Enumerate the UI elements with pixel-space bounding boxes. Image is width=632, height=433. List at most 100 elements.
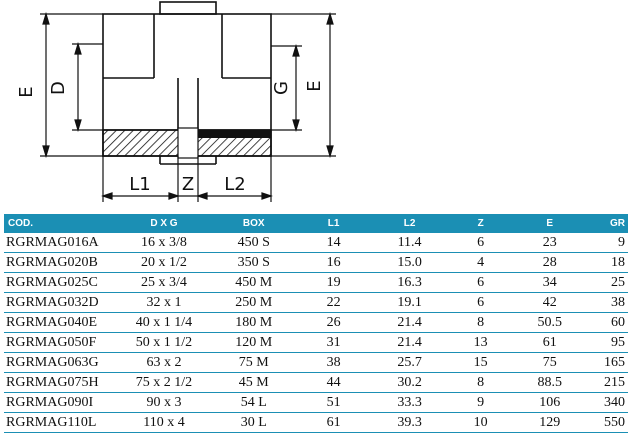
cell-cod: RGRMAG020B: [6, 255, 98, 270]
cell-box: 30 L: [240, 415, 267, 430]
cell-gr: 95: [611, 335, 625, 350]
cell-gr: 60: [611, 315, 625, 330]
label-e-left: E: [16, 86, 37, 97]
cell-l1: 31: [326, 335, 341, 350]
cell-cod: RGRMAG075H: [6, 375, 99, 390]
cell-e: 34: [542, 275, 557, 290]
cell-l2: 33.3: [397, 395, 422, 410]
label-l2: L2: [224, 174, 245, 195]
cell-l1: 26: [326, 315, 341, 330]
cell-e: 61: [542, 335, 557, 350]
cell-box: 75 M: [238, 355, 269, 370]
fitting-technical-drawing: E D G E L1 Z L2: [16, 1, 336, 202]
cell-cod: RGRMAG063G: [6, 355, 99, 370]
cell-gr: 550: [604, 415, 625, 430]
cell-cod: RGRMAG016A: [6, 235, 99, 250]
table-body: RGRMAG016A 16 x 3/8 450 S 14 11.4 6 23 9 RGRMAG…: [4, 233, 628, 433]
cell-cod: RGRMAG025C: [6, 275, 98, 290]
cell-z: 9: [477, 395, 485, 410]
cell-gr: 18: [611, 255, 625, 270]
header-l1: L1: [299, 214, 369, 233]
table-row: RGRMAG025C 25 x 3/4 450 M 19 16.3 6 34 25: [4, 273, 628, 293]
cell-z: 6: [477, 295, 485, 310]
cell-l1: 61: [326, 415, 341, 430]
cell-l1: 19: [326, 275, 341, 290]
cell-dxg: 20 x 1/2: [141, 255, 187, 270]
cell-gr: 9: [618, 235, 625, 250]
cell-cod: RGRMAG110L: [6, 415, 97, 430]
cell-l2: 16.3: [397, 275, 422, 290]
cell-l2: 39.3: [397, 415, 422, 430]
cell-e: 23: [542, 235, 557, 250]
hatched-section: [102, 127, 272, 159]
cell-dxg: 25 x 3/4: [141, 275, 187, 290]
cell-e: 88.5: [537, 375, 562, 390]
cell-box: 450 M: [235, 275, 273, 290]
cell-l1: 44: [326, 375, 341, 390]
cell-e: 50.5: [537, 315, 562, 330]
cell-box: 45 M: [238, 375, 269, 390]
cell-dxg: 32 x 1: [146, 295, 182, 310]
cell-l2: 11.4: [397, 235, 422, 250]
header-box: BOX: [208, 214, 300, 233]
label-l1: L1: [129, 174, 150, 195]
header-e: E: [510, 214, 590, 233]
cell-cod: RGRMAG032D: [6, 295, 99, 310]
cell-box: 180 M: [235, 315, 273, 330]
label-z: Z: [182, 174, 194, 195]
table-header-row: COD. D X G BOX L1 L2 Z E GR: [4, 214, 628, 233]
cell-e: 75: [542, 355, 557, 370]
cell-l2: 21.4: [397, 315, 422, 330]
cell-gr: 340: [604, 395, 625, 410]
cell-e: 129: [539, 415, 561, 430]
cell-dxg: 16 x 3/8: [141, 235, 187, 250]
cell-l2: 19.1: [397, 295, 422, 310]
left-dimensions: [40, 11, 103, 159]
cell-l2: 15.0: [397, 255, 422, 270]
cell-gr: 215: [604, 375, 625, 390]
header-l2: L2: [368, 214, 452, 233]
label-e-right: E: [304, 80, 325, 91]
cell-z: 13: [473, 335, 488, 350]
cell-l1: 14: [326, 235, 341, 250]
table-row: RGRMAG016A 16 x 3/8 450 S 14 11.4 6 23 9: [4, 233, 628, 253]
cell-e: 106: [539, 395, 561, 410]
cell-cod: RGRMAG050F: [6, 335, 97, 350]
cell-cod: RGRMAG040E: [6, 315, 98, 330]
cell-z: 8: [477, 375, 485, 390]
label-d: D: [48, 81, 69, 95]
header-gr: GR: [589, 214, 628, 233]
specification-table: COD. D X G BOX L1 L2 Z E GR RGRMAG016A 16…: [4, 214, 628, 433]
cell-z: 4: [477, 255, 485, 270]
cell-l1: 51: [326, 395, 341, 410]
cell-dxg: 75 x 2 1/2: [135, 375, 193, 390]
right-dimensions: [271, 11, 336, 159]
cell-cod: RGRMAG090I: [6, 395, 94, 410]
cell-dxg: 63 x 2: [146, 355, 182, 370]
cell-e: 42: [542, 295, 557, 310]
cell-l2: 25.7: [397, 355, 422, 370]
cell-box: 120 M: [235, 335, 273, 350]
cell-box: 250 M: [235, 295, 273, 310]
cell-dxg: 40 x 1 1/4: [135, 315, 193, 330]
cell-l1: 22: [326, 295, 341, 310]
cell-z: 6: [477, 235, 485, 250]
cell-dxg: 50 x 1 1/2: [135, 335, 193, 350]
cell-box: 450 S: [237, 235, 270, 250]
header-dxg: D X G: [119, 214, 209, 233]
cell-box: 350 S: [237, 255, 270, 270]
cell-gr: 25: [611, 275, 625, 290]
cell-z: 6: [477, 275, 485, 290]
cell-gr: 165: [604, 355, 625, 370]
bottom-dimensions: [101, 156, 273, 202]
label-g: G: [271, 81, 292, 95]
cell-l1: 16: [326, 255, 341, 270]
cell-z: 10: [473, 415, 488, 430]
header-cod: COD.: [4, 214, 120, 233]
